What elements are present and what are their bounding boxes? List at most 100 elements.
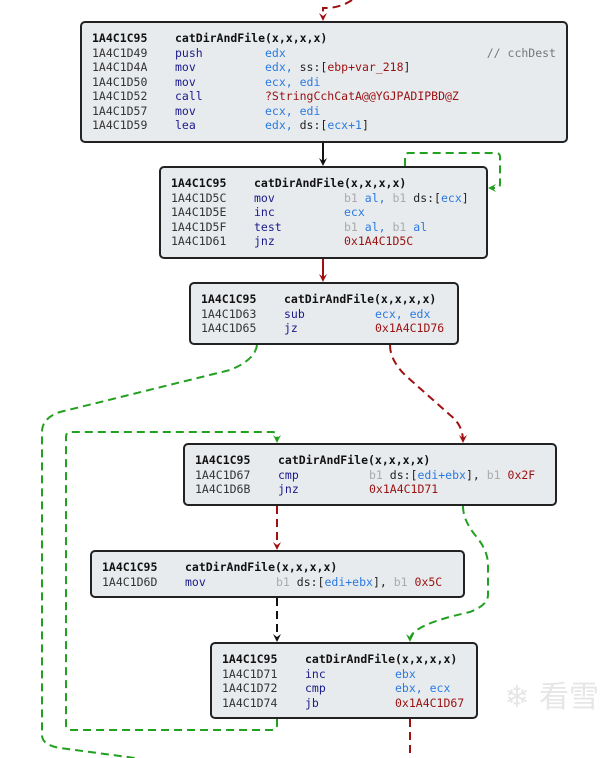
instruction-operands: b1 ds:[edi+ebx], b1 0x2F: [369, 468, 535, 483]
operand: ecx, edi: [265, 74, 321, 89]
instruction-mnemonic: test: [254, 219, 282, 234]
operand: edx,: [265, 60, 300, 74]
instruction-mnemonic: call: [175, 89, 203, 103]
operand: 0x1A4C1D67: [395, 695, 465, 710]
operand: ebp+var_218: [327, 60, 404, 74]
instruction-address: 1A4C1D52: [92, 89, 148, 103]
instruction-mnemonic: cmp: [278, 467, 299, 482]
instruction-row[interactable]: 1A4C1D52 call ?StringCchCatA@@YGJPADIPBD@Z: [82, 89, 566, 104]
function-label: catDirAndFile(x,x,x,x): [185, 560, 338, 574]
function-label: catDirAndFile(x,x,x,x): [254, 176, 407, 190]
instruction-mnemonic: push: [175, 45, 203, 60]
instruction-mnemonic: mov: [175, 60, 196, 74]
instruction-address: 1A4C1D6B: [195, 482, 251, 496]
instruction-row[interactable]: 1A4C1D4A mov edx, ss:[ebp+var_218]: [82, 60, 566, 75]
block-address: 1A4C1C95: [171, 176, 227, 190]
instruction-row[interactable]: 1A4C1D5E inc ecx: [161, 205, 486, 220]
instruction-mnemonic: mov: [175, 103, 196, 118]
instruction-address: 1A4C1D72: [222, 681, 278, 695]
instruction-operands: 0x1A4C1D67: [395, 696, 464, 711]
operand: ?StringCchCatA@@YGJPADIPBD@Z: [265, 89, 459, 103]
operand: ecx: [440, 190, 462, 205]
operand: ebx: [395, 666, 416, 681]
operand: b1: [369, 467, 390, 482]
operand: ss:[: [299, 60, 328, 74]
operand: edx: [265, 45, 286, 60]
edge-incoming: [319, 0, 353, 21]
operand: ds:[: [389, 467, 418, 482]
instruction-operands: 0x1A4C1D76: [375, 321, 444, 336]
instruction-operands: edx, ds:[ecx+1]: [265, 118, 369, 133]
instruction-operands: b1 al, b1 ds:[ecx]: [344, 191, 469, 206]
operand: 0x1A4C1D76: [375, 321, 445, 335]
function-label: catDirAndFile(x,x,x,x): [284, 292, 437, 306]
operand: b1: [392, 190, 414, 205]
instruction-address: 1A4C1D5C: [171, 190, 227, 205]
instruction-mnemonic: jb: [305, 695, 319, 710]
instruction-address: 1A4C1D61: [171, 234, 227, 248]
operand: b1: [344, 219, 365, 234]
operand: edi+ebx: [324, 574, 373, 589]
instruction-address: 1A4C1D5E: [171, 205, 227, 219]
edge-b4-b6: [406, 505, 489, 642]
operand: ds:[: [296, 574, 325, 589]
instruction-mnemonic: sub: [284, 306, 305, 321]
operand: edi+ebx: [417, 467, 466, 482]
instruction-operands: b1 ds:[edi+ebx], b1 0x5C: [276, 575, 442, 590]
block-address: 1A4C1C95: [222, 652, 278, 666]
operand: ]: [361, 118, 369, 132]
instruction-mnemonic: inc: [254, 205, 275, 219]
instruction-address: 1A4C1D71: [222, 666, 278, 681]
operand: 0x5C: [414, 574, 443, 589]
instruction-operands: edx, ss:[ebp+var_218]: [265, 60, 410, 75]
edge-b6-b4-loop: [65, 431, 281, 731]
instruction-mnemonic: jnz: [278, 482, 299, 496]
operand: b1: [393, 574, 415, 589]
instruction-mnemonic: jz: [284, 321, 298, 335]
instruction-operands: ecx, edi: [265, 104, 320, 119]
instruction-operands: ebx: [395, 667, 416, 682]
block-address: 1A4C1C95: [195, 453, 251, 467]
operand: ecx: [344, 205, 365, 219]
instruction-operands: b1 al, b1 al: [344, 220, 427, 235]
instruction-operands: ?StringCchCatA@@YGJPADIPBD@Z: [265, 89, 459, 104]
function-label: catDirAndFile(x,x,x,x): [175, 31, 328, 45]
edge-b2-loop: [404, 152, 501, 192]
instruction-row[interactable]: 1A4C1D74 jb 0x1A4C1D67: [212, 696, 476, 711]
operand: b1: [276, 574, 297, 589]
instruction-mnemonic: lea: [175, 118, 196, 132]
block-header: 1A4C1C95 catDirAndFile(x,x,x,x): [161, 176, 486, 191]
instruction-address: 1A4C1D4A: [92, 60, 148, 74]
instruction-address: 1A4C1D65: [201, 321, 257, 335]
instruction-address: 1A4C1D74: [222, 695, 278, 710]
instruction-row[interactable]: 1A4C1D65 jz 0x1A4C1D76: [191, 321, 457, 336]
operand: ecx+1: [327, 118, 362, 132]
watermark-text: 看雪: [539, 680, 599, 715]
operand: b1: [486, 467, 508, 482]
watermark-logo: ❄ 看雪: [504, 680, 599, 715]
block-address: 1A4C1C95: [92, 31, 148, 45]
